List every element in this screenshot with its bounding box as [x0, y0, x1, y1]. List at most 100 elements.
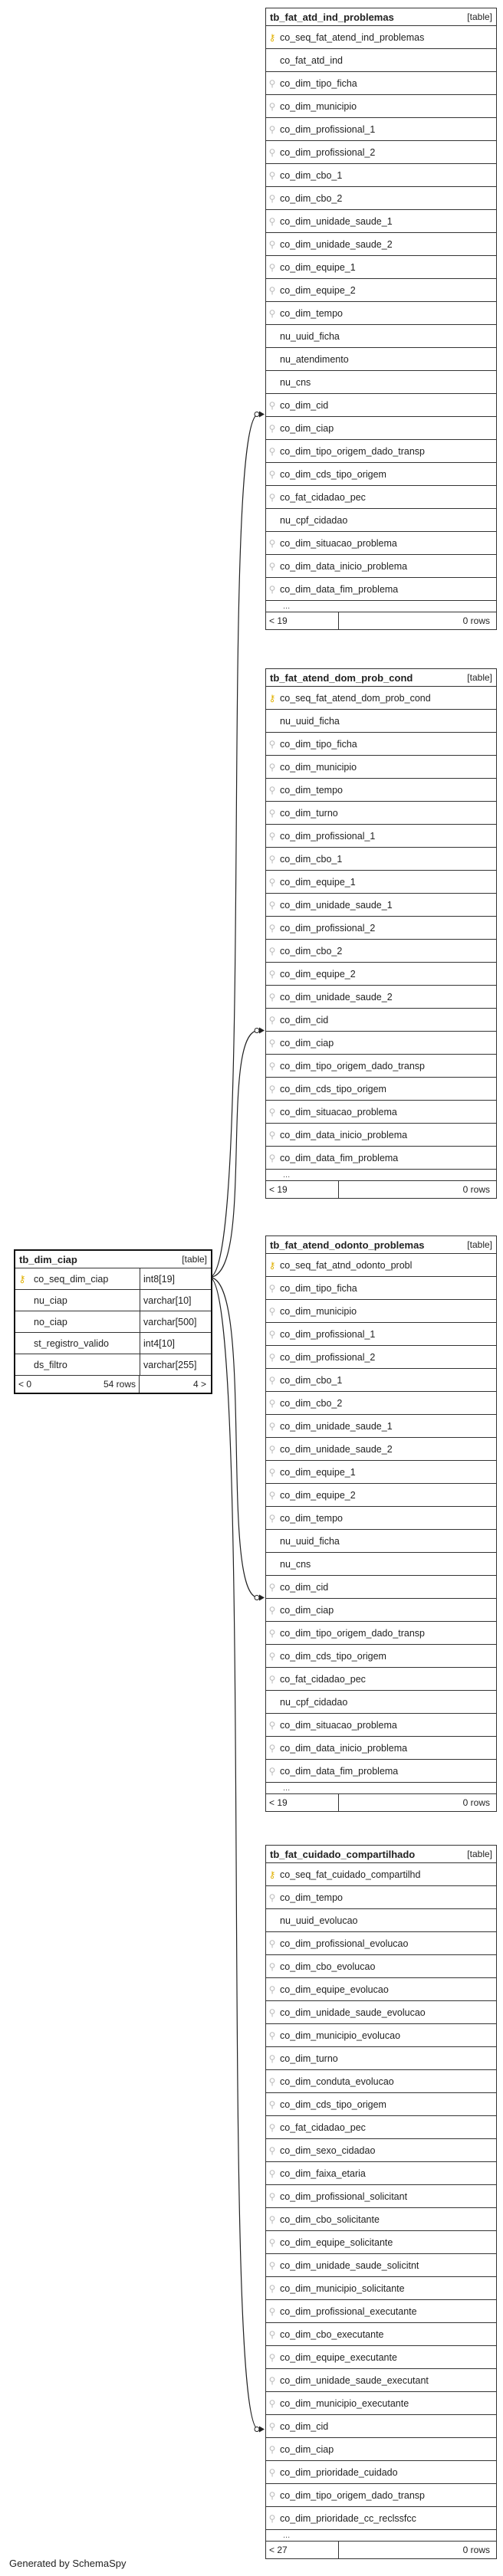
column-row[interactable]: ⚲co_dim_faixa_etaria: [266, 2162, 496, 2185]
column-row[interactable]: ⚲co_dim_cbo_2: [266, 940, 496, 963]
column-row[interactable]: ⚲co_dim_profissional_evolucao: [266, 1932, 496, 1955]
column-row[interactable]: nu_atendimento: [266, 348, 496, 371]
column-row[interactable]: ⚲co_dim_prioridade_cuidado: [266, 2461, 496, 2484]
column-row[interactable]: ⚲co_dim_unidade_saude_executant: [266, 2369, 496, 2392]
column-row[interactable]: nu_cns: [266, 1553, 496, 1576]
column-row[interactable]: ⚲co_dim_equipe_executante: [266, 2346, 496, 2369]
column-row[interactable]: ⚲co_dim_cds_tipo_origem: [266, 2093, 496, 2116]
column-row[interactable]: ⚲co_dim_cds_tipo_origem: [266, 463, 496, 486]
column-row[interactable]: ⚲co_dim_data_inicio_problema: [266, 1124, 496, 1147]
column-row[interactable]: ⚲co_dim_unidade_saude_solicitnt: [266, 2254, 496, 2277]
column-row[interactable]: ⚲co_dim_unidade_saude_evolucao: [266, 2001, 496, 2024]
column-row[interactable]: ⚲co_dim_cbo_1: [266, 1369, 496, 1392]
column-row[interactable]: ⚲co_dim_municipio: [266, 756, 496, 779]
column-row[interactable]: ⚲co_dim_turno: [266, 802, 496, 825]
column-row[interactable]: ⚲co_dim_cid: [266, 1009, 496, 1032]
table-name[interactable]: tb_fat_cuidado_compartilhado: [270, 1848, 416, 1860]
column-row[interactable]: ⚲co_dim_unidade_saude_1: [266, 894, 496, 917]
column-row[interactable]: nu_uuid_ficha: [266, 710, 496, 733]
column-row[interactable]: nu_uuid_ficha: [266, 325, 496, 348]
column-row[interactable]: ⚲co_dim_turno: [266, 2047, 496, 2070]
column-row[interactable]: ⚲co_dim_equipe_1: [266, 1461, 496, 1484]
column-row[interactable]: ⚲co_dim_profissional_1: [266, 825, 496, 848]
column-row[interactable]: ⚲co_dim_prioridade_cc_reclssfcc: [266, 2507, 496, 2530]
column-row[interactable]: ⚲co_dim_data_fim_problema: [266, 578, 496, 601]
parent-count[interactable]: < 19: [266, 1794, 339, 1811]
table-name[interactable]: tb_dim_ciap: [19, 1253, 77, 1265]
column-row[interactable]: ⚲co_dim_municipio_evolucao: [266, 2024, 496, 2047]
column-row[interactable]: ⚲co_dim_profissional_solicitant: [266, 2185, 496, 2208]
column-row[interactable]: ⚲co_dim_cds_tipo_origem: [266, 1078, 496, 1101]
column-row[interactable]: ⚲co_dim_tipo_ficha: [266, 72, 496, 95]
column-row[interactable]: ⚲co_dim_equipe_2: [266, 963, 496, 986]
column-row[interactable]: ⚲co_dim_data_fim_problema: [266, 1147, 496, 1170]
column-row[interactable]: ⚲co_dim_cid: [266, 394, 496, 417]
column-row[interactable]: ⚲co_dim_cbo_1: [266, 848, 496, 871]
column-row[interactable]: ⚲co_fat_cidadao_pec: [266, 486, 496, 509]
column-row[interactable]: nu_uuid_ficha: [266, 1530, 496, 1553]
parent-count[interactable]: < 19: [266, 1181, 339, 1198]
column-row[interactable]: ⚷co_seq_fat_cuidado_compartilhd: [266, 1863, 496, 1886]
table-name[interactable]: tb_fat_atd_ind_problemas: [270, 11, 394, 23]
column-row[interactable]: ⚲co_dim_data_fim_problema: [266, 1760, 496, 1783]
column-row[interactable]: ⚲co_dim_equipe_evolucao: [266, 1978, 496, 2001]
column-row[interactable]: ⚲co_dim_unidade_saude_2: [266, 233, 496, 256]
parent-count[interactable]: < 0: [18, 1379, 32, 1390]
table-name[interactable]: tb_fat_atend_odonto_problemas: [270, 1239, 425, 1251]
column-row[interactable]: ⚲co_dim_conduta_evolucao: [266, 2070, 496, 2093]
column-row[interactable]: ⚲co_dim_cbo_solicitante: [266, 2208, 496, 2231]
column-row[interactable]: ⚲co_dim_tipo_origem_dado_transp: [266, 440, 496, 463]
column-row[interactable]: ⚲co_dim_situacao_problema: [266, 1714, 496, 1737]
parent-count[interactable]: < 19: [266, 612, 339, 629]
column-row[interactable]: ⚲co_dim_tempo: [266, 1886, 496, 1909]
column-row[interactable]: ⚲co_dim_cbo_2: [266, 1392, 496, 1415]
column-row[interactable]: ⚲co_dim_profissional_1: [266, 118, 496, 141]
column-row[interactable]: ⚲co_dim_data_inicio_problema: [266, 555, 496, 578]
column-row[interactable]: ⚲co_dim_profissional_2: [266, 917, 496, 940]
column-row[interactable]: ⚲co_dim_data_inicio_problema: [266, 1737, 496, 1760]
column-row[interactable]: nu_cpf_cidadao: [266, 1691, 496, 1714]
column-row[interactable]: ⚷co_seq_fat_atend_dom_prob_cond: [266, 687, 496, 710]
column-row[interactable]: ⚲co_dim_tipo_ficha: [266, 1277, 496, 1300]
column-row[interactable]: ⚲co_dim_ciap: [266, 417, 496, 440]
column-row[interactable]: ⚲co_dim_situacao_problema: [266, 1101, 496, 1124]
column-row[interactable]: ⚲co_dim_profissional_2: [266, 141, 496, 164]
column-row[interactable]: ⚷co_seq_fat_atend_ind_problemas: [266, 26, 496, 49]
column-row[interactable]: ⚲co_dim_tipo_origem_dado_transp: [266, 1055, 496, 1078]
column-row[interactable]: ⚲co_dim_equipe_2: [266, 279, 496, 302]
column-row[interactable]: ⚷co_seq_fat_atnd_odonto_probl: [266, 1254, 496, 1277]
parent-count[interactable]: < 27: [266, 2542, 339, 2558]
column-row[interactable]: ⚲co_dim_municipio_solicitante: [266, 2277, 496, 2300]
table-name[interactable]: tb_fat_atend_dom_prob_cond: [270, 671, 413, 684]
column-row[interactable]: ⚲co_dim_equipe_1: [266, 256, 496, 279]
column-row[interactable]: ⚲co_dim_tempo: [266, 302, 496, 325]
column-row[interactable]: ⚲co_dim_cbo_2: [266, 187, 496, 210]
column-row[interactable]: ⚲co_dim_unidade_saude_2: [266, 986, 496, 1009]
column-row[interactable]: ⚲co_dim_ciap: [266, 2438, 496, 2461]
column-row[interactable]: ⚲co_dim_sexo_cidadao: [266, 2139, 496, 2162]
column-row[interactable]: ⚲co_dim_profissional_2: [266, 1346, 496, 1369]
column-row[interactable]: ⚲co_dim_cbo_1: [266, 164, 496, 187]
column-row[interactable]: ⚲co_dim_unidade_saude_1: [266, 210, 496, 233]
column-row[interactable]: ⚲co_dim_equipe_1: [266, 871, 496, 894]
column-row[interactable]: ⚲co_dim_cbo_executante: [266, 2323, 496, 2346]
column-row[interactable]: ⚲co_dim_unidade_saude_2: [266, 1438, 496, 1461]
column-row[interactable]: ⚲co_dim_tipo_origem_dado_transp: [266, 2484, 496, 2507]
column-row[interactable]: ⚲co_dim_cid: [266, 2415, 496, 2438]
column-row[interactable]: ⚲co_fat_cidadao_pec: [266, 1668, 496, 1691]
column-row[interactable]: co_fat_atd_ind: [266, 49, 496, 72]
column-row[interactable]: ⚲co_dim_ciap: [266, 1032, 496, 1055]
column-row[interactable]: ⚲co_dim_tempo: [266, 1507, 496, 1530]
column-row[interactable]: ⚲co_dim_cid: [266, 1576, 496, 1599]
column-row[interactable]: ⚲co_dim_equipe_2: [266, 1484, 496, 1507]
child-count[interactable]: 4 >: [192, 1379, 206, 1390]
column-row[interactable]: ⚲co_fat_cidadao_pec: [266, 2116, 496, 2139]
column-row[interactable]: ⚲co_dim_profissional_executante: [266, 2300, 496, 2323]
column-row[interactable]: nu_cpf_cidadao: [266, 509, 496, 532]
column-row[interactable]: ⚲co_dim_cds_tipo_origem: [266, 1645, 496, 1668]
column-row[interactable]: ⚲co_dim_situacao_problema: [266, 532, 496, 555]
column-row[interactable]: ⚲co_dim_municipio: [266, 1300, 496, 1323]
